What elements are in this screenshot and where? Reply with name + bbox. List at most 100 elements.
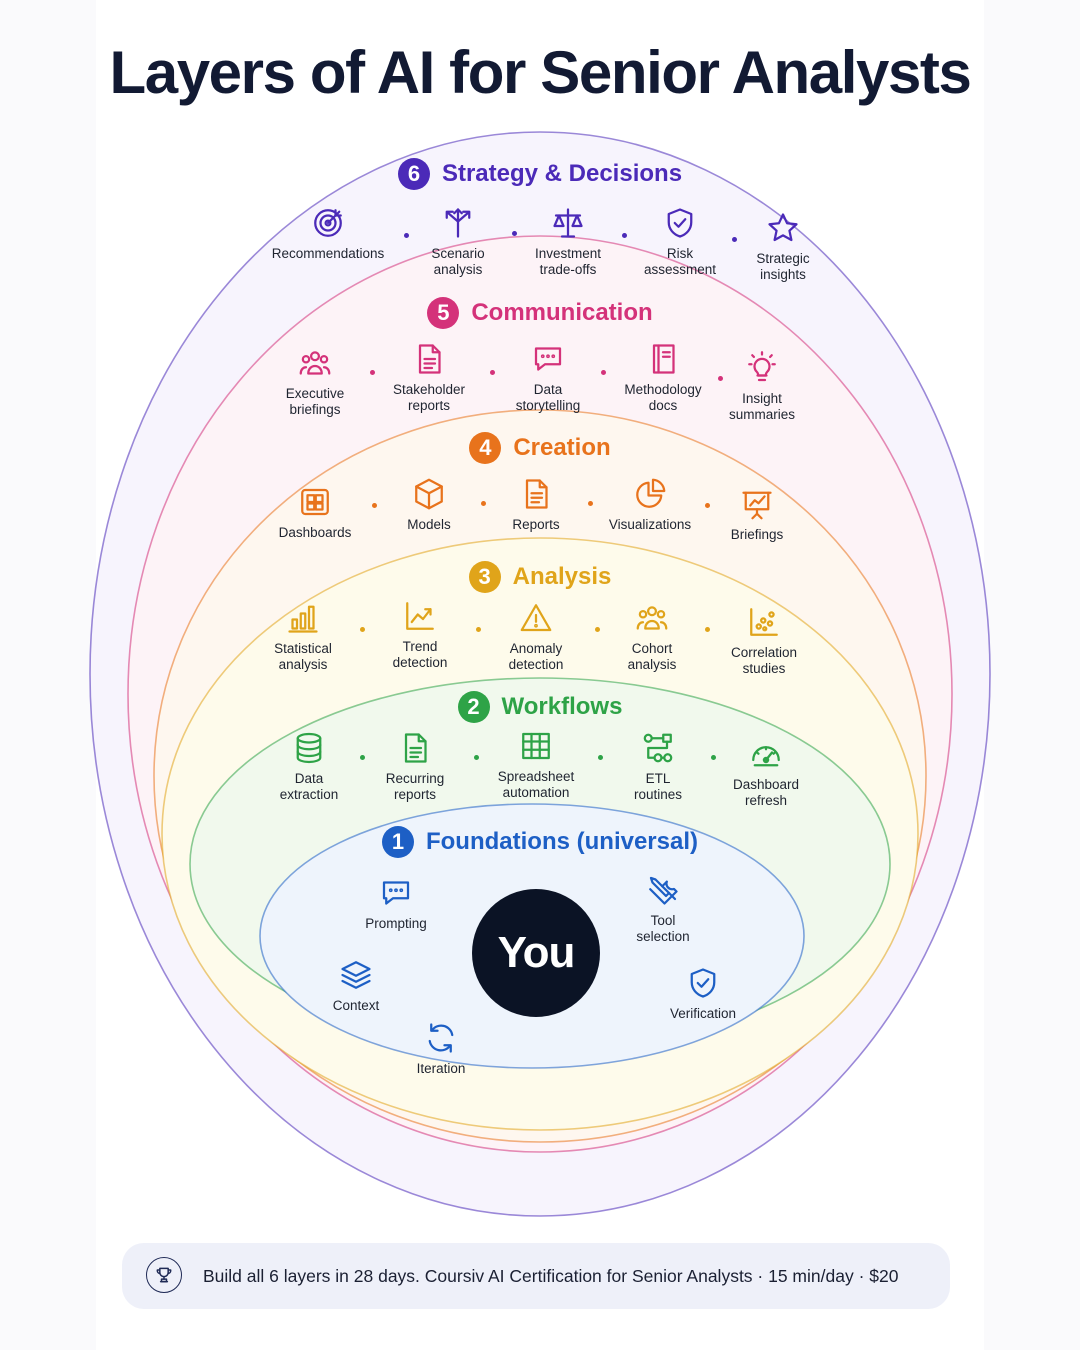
separator-dot (359, 755, 365, 760)
layer-number-badge: 5 (427, 297, 460, 329)
layer-item[interactable]: Iteration (366, 1020, 516, 1077)
dashboard-icon (297, 484, 333, 520)
layer-item-label: Recommendations (271, 246, 385, 261)
layer-item[interactable]: Reports (461, 476, 611, 533)
separator-dot (717, 376, 723, 381)
shield-check-icon (662, 205, 698, 241)
stacked-layers-icon (338, 957, 374, 993)
core-you-circle: You (472, 889, 600, 1017)
layer-number-badge: 1 (381, 826, 414, 858)
refresh-cycle-icon (423, 1020, 459, 1056)
separator-dot (369, 370, 375, 375)
layer-item[interactable]: Verification (628, 965, 778, 1022)
layer-item[interactable]: Visualizations (575, 476, 725, 533)
pie-chart-icon (632, 476, 668, 512)
separator-dot (403, 233, 409, 238)
layer-item[interactable]: Context (281, 957, 431, 1014)
chat-bubble-icon (530, 341, 566, 377)
separator-dot (710, 755, 716, 760)
target-icon (310, 205, 346, 241)
layer-item-label: Briefings (730, 527, 784, 542)
separator-dot (489, 370, 495, 375)
cube-icon (411, 476, 447, 512)
separator-dot (371, 503, 377, 508)
layer-item-label: Verification (669, 1006, 737, 1021)
layer-number-badge: 2 (457, 691, 490, 723)
layer-name: Foundations (universal) (425, 828, 698, 855)
certification-banner[interactable]: Build all 6 layers in 28 days. Coursiv A… (122, 1243, 950, 1309)
layer-item[interactable]: Prompting (321, 875, 471, 932)
banner-text: Build all 6 layers in 28 days. Coursiv A… (203, 1266, 899, 1286)
document-icon (411, 341, 447, 377)
separator-dot (704, 503, 710, 508)
branching-arrows-icon (440, 205, 476, 241)
separator-dot (704, 627, 710, 632)
separator-dot (621, 233, 627, 238)
layer-item[interactable]: Dashboards (240, 484, 390, 541)
separator-dot (511, 231, 517, 236)
database-icon (291, 730, 327, 766)
layer-name: Creation (513, 434, 611, 461)
page-title: Layers of AI for Senior Analysts (109, 39, 971, 106)
scatter-plot-icon (746, 604, 782, 640)
layer-item[interactable]: Briefings (682, 486, 832, 543)
layer-item-label: Iteration (416, 1061, 466, 1076)
shield-check-icon (685, 965, 721, 1001)
lightbulb-icon (744, 350, 780, 386)
layer-title-foundations: 1 Foundations (universal) (0, 826, 1080, 858)
bar-chart-icon (285, 600, 321, 636)
separator-dot (731, 237, 737, 242)
layer-number-badge: 6 (397, 158, 430, 190)
warning-triangle-icon (518, 600, 554, 636)
star-icon (765, 210, 801, 246)
layer-item[interactable]: Models (354, 476, 504, 533)
layer-item[interactable]: Recommendations (253, 205, 403, 262)
separator-dot (594, 627, 600, 632)
layer-item-label: Dashboards (278, 525, 352, 540)
right-margin-tint (984, 0, 1080, 1350)
trophy-icon (146, 1257, 182, 1293)
wrench-screwdriver-icon (645, 872, 681, 908)
